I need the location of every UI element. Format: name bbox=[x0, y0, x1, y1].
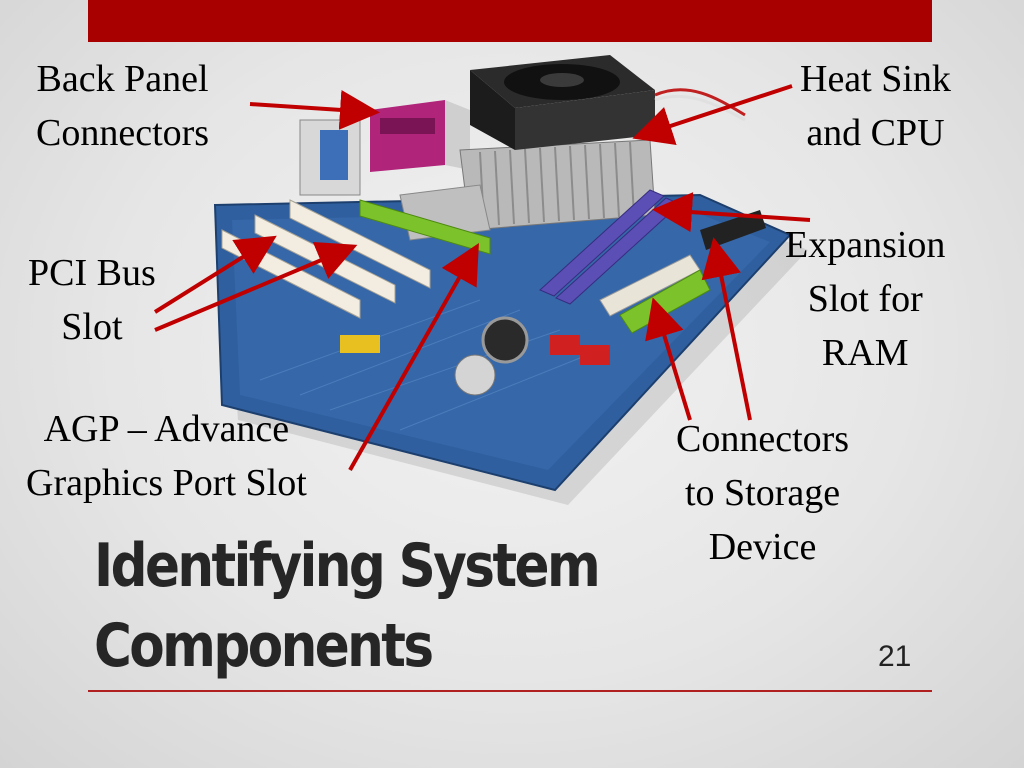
arrow-storage-2 bbox=[715, 245, 750, 420]
label-agp: AGP – Advance Graphics Port Slot bbox=[26, 402, 307, 510]
bottom-rule bbox=[88, 690, 932, 692]
page-number: 21 bbox=[878, 640, 911, 674]
arrow-pci-2 bbox=[155, 248, 350, 330]
arrow-pci-1 bbox=[155, 240, 270, 312]
arrow-back-panel bbox=[250, 104, 372, 112]
label-storage: Connectors to Storage Device bbox=[676, 412, 849, 574]
label-heat-sink: Heat Sink and CPU bbox=[800, 52, 951, 160]
arrow-agp bbox=[350, 250, 475, 470]
arrow-storage-1 bbox=[655, 305, 690, 420]
label-pci-bus: PCI Bus Slot bbox=[28, 246, 156, 354]
label-expansion-ram: Expansion Slot for RAM bbox=[785, 218, 945, 380]
slide-title: Identifying System Components bbox=[94, 526, 598, 686]
arrow-heat-sink bbox=[640, 86, 792, 136]
label-back-panel: Back Panel Connectors bbox=[36, 52, 209, 160]
